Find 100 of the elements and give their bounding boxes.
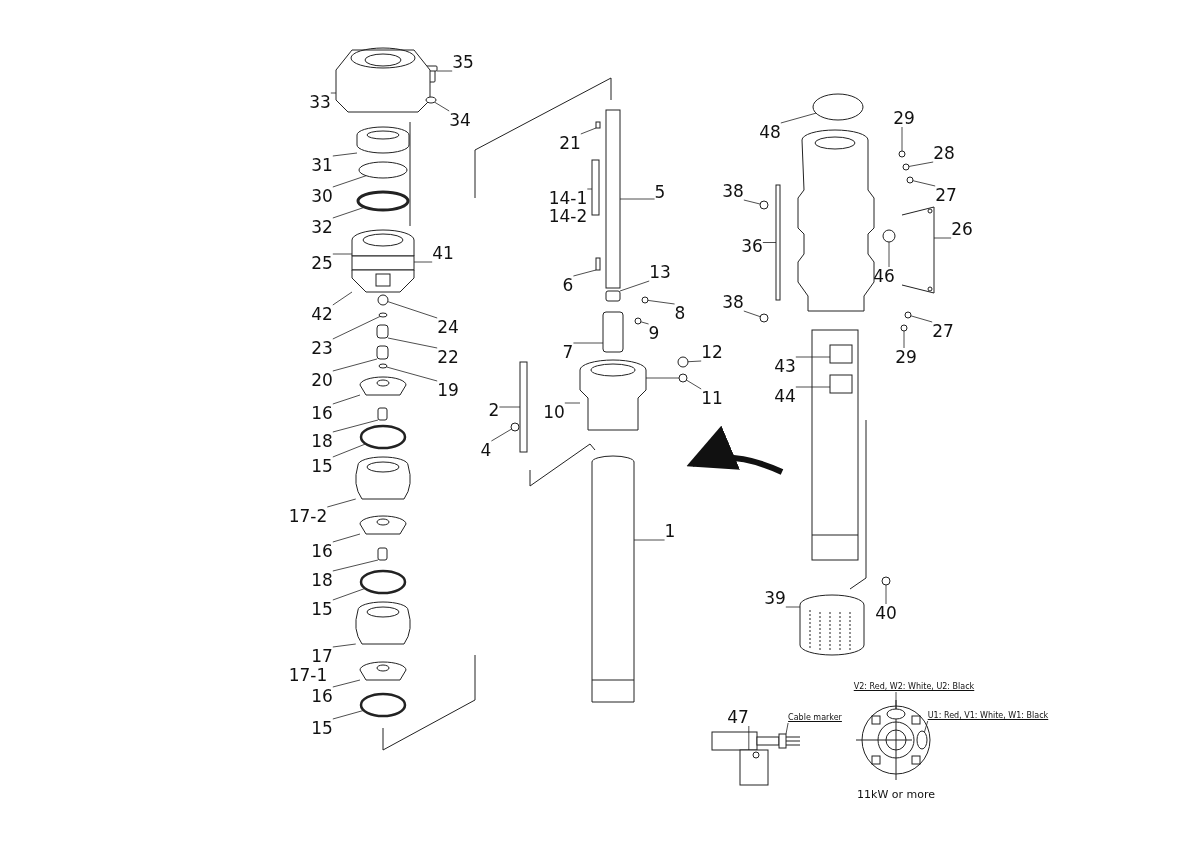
leader-line	[885, 584, 887, 605]
leader-line	[436, 70, 453, 72]
leader-line	[434, 101, 450, 112]
callout-number: 25	[311, 254, 333, 272]
cable-guard	[519, 361, 528, 453]
impeller	[359, 661, 407, 681]
washer	[904, 311, 912, 319]
nameplate	[829, 344, 853, 364]
callout-number: 38	[722, 293, 744, 311]
callout-number: 11	[701, 389, 723, 407]
callout-number: 6	[562, 276, 574, 294]
leader-line	[933, 237, 952, 239]
callout-number: 1	[664, 522, 676, 540]
caption-text: 11kW or more	[857, 787, 935, 801]
leader-line	[743, 310, 761, 318]
washer	[678, 373, 688, 383]
callout-number: 14-1 14-2	[548, 189, 588, 225]
cable-guard	[901, 206, 935, 294]
callout-number: 32	[311, 218, 333, 236]
callout-number: 47	[727, 708, 749, 726]
screw	[759, 313, 769, 323]
cable-marker	[778, 733, 787, 749]
leader-line	[633, 539, 665, 541]
washer	[378, 363, 388, 369]
leader-line	[499, 406, 521, 408]
leader-line	[762, 242, 777, 243]
leader-line	[332, 175, 367, 188]
impeller	[359, 515, 407, 535]
leader-line	[619, 198, 655, 200]
cover	[812, 93, 864, 121]
leader-line	[686, 379, 702, 390]
leader-line	[332, 253, 353, 255]
callout-number: 30	[311, 187, 333, 205]
callout-number: 22	[437, 348, 459, 366]
leader-line	[387, 301, 438, 319]
callout-number: 27	[935, 186, 957, 204]
valve-seat	[356, 126, 410, 154]
leader-line	[332, 643, 357, 648]
leader-line	[903, 330, 905, 349]
callout-number: 8	[674, 304, 686, 322]
callout-number: 16	[311, 542, 333, 560]
callout-number: 46	[873, 267, 895, 285]
leader-line	[332, 419, 379, 433]
leader-line	[780, 112, 817, 124]
leader-line	[332, 588, 366, 601]
nut	[900, 324, 908, 332]
callout-number: 18	[311, 571, 333, 589]
leader-line	[888, 241, 890, 268]
leader-line	[795, 386, 831, 388]
screw	[759, 200, 769, 210]
leader-line	[640, 321, 649, 325]
callout-number: 29	[893, 109, 915, 127]
nut	[677, 356, 689, 368]
leader-line	[743, 199, 761, 205]
leader-line	[413, 261, 433, 263]
leader-line	[924, 720, 929, 733]
leader-line	[901, 126, 903, 152]
leader-line	[332, 152, 358, 157]
motor-bracket	[579, 359, 647, 431]
o-ring	[359, 424, 407, 450]
strainer	[799, 594, 865, 656]
callout-number: 33	[309, 93, 331, 111]
washer	[906, 176, 914, 184]
callout-number: 15	[311, 457, 333, 475]
casing-band	[351, 255, 415, 271]
screw	[641, 296, 649, 304]
discharge-casing	[335, 47, 431, 113]
callout-number: 19	[437, 381, 459, 399]
callout-number: 18	[311, 432, 333, 450]
callout-number: 16	[311, 687, 333, 705]
callout-number: 17-2	[288, 507, 328, 525]
sleeve	[377, 407, 388, 421]
leader-line	[332, 709, 365, 720]
leader-line	[573, 342, 604, 344]
callout-number: 5	[654, 183, 666, 201]
callout-number: 34	[449, 111, 471, 129]
leader-line	[564, 402, 581, 404]
callout-number: 15	[311, 600, 333, 618]
sleeve	[376, 345, 389, 360]
leader-line	[748, 725, 750, 751]
leader-line	[910, 315, 933, 323]
screw	[634, 317, 642, 325]
callout-number: 40	[875, 604, 897, 622]
callout-number: 7	[562, 343, 574, 361]
leader-line	[387, 337, 438, 349]
callout-number: 26	[951, 220, 973, 238]
leader-line	[332, 443, 367, 458]
callout-number: 12	[701, 343, 723, 361]
callout-number: 10	[543, 403, 565, 421]
callout-number: 43	[774, 357, 796, 375]
callout-number: 41	[432, 244, 454, 262]
cable-guard	[775, 184, 781, 301]
leader-line	[687, 360, 702, 363]
bowl	[355, 456, 411, 500]
leader-line	[895, 691, 897, 710]
sleeve	[377, 547, 388, 561]
callout-number: 31	[311, 156, 333, 174]
callout-number: 13	[649, 263, 671, 281]
leader-line	[580, 127, 597, 135]
callout-number: 29	[895, 348, 917, 366]
